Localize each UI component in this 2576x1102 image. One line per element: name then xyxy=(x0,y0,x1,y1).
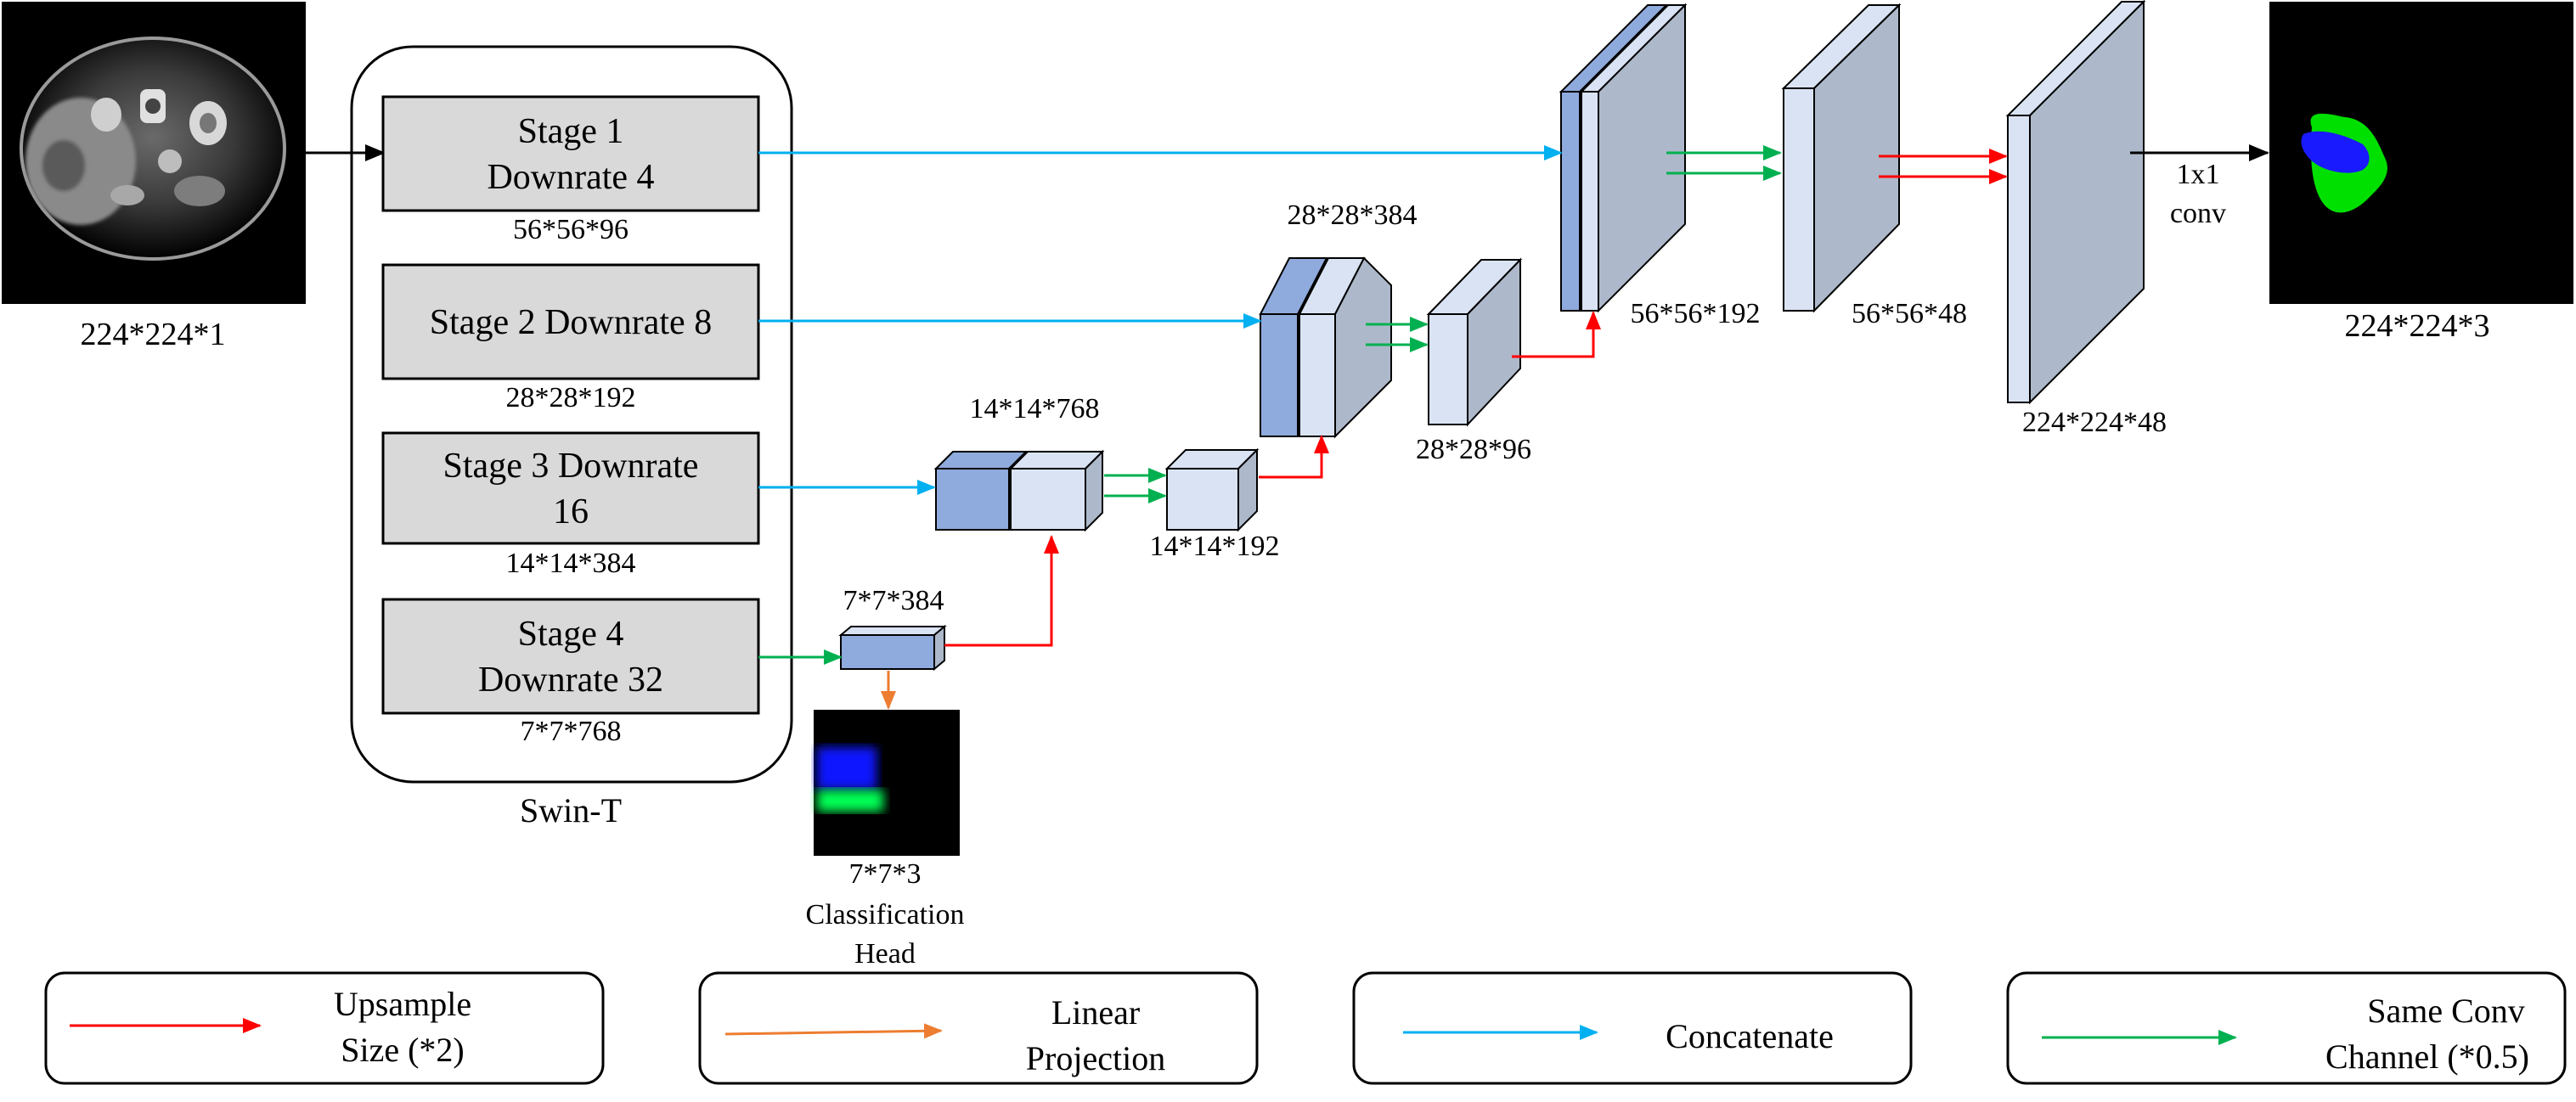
classification-line2: Head xyxy=(854,938,916,970)
input-caption: 224*224*1 xyxy=(81,317,226,352)
legend-sameconv-line1: Same Conv xyxy=(2367,992,2525,1030)
legend-linear-projection: Linear Projection xyxy=(698,971,1259,1085)
stage-2-line1: Stage 2 Downrate 8 xyxy=(430,303,712,342)
legend-same-conv: Same Conv Channel (*0.5) xyxy=(2006,971,2567,1085)
block-56x56x48 xyxy=(1781,3,1902,313)
legend-upsample-line1: Upsample xyxy=(334,985,471,1023)
input-ct-image xyxy=(2,2,306,304)
block-14x14x768 xyxy=(933,449,1105,532)
legend-projection-arrow xyxy=(724,1023,943,1039)
classification-line1: Classification xyxy=(806,899,965,931)
legend-upsample: Upsample Size (*2) xyxy=(44,971,605,1085)
label-224x224x48: 224*224*48 xyxy=(2022,407,2167,438)
upsample-arrow-14-to-28 xyxy=(1259,435,1329,479)
stage-1-dims: 56*56*96 xyxy=(513,214,628,245)
block-28x28x96 xyxy=(1426,257,1523,427)
stage-3-line2: 16 xyxy=(553,492,589,531)
stage-4-dims: 7*7*768 xyxy=(521,716,622,747)
label-28x28x96: 28*28*96 xyxy=(1416,434,1531,465)
swin-t-title: Swin-T xyxy=(520,791,622,829)
legend-projection-line1: Linear xyxy=(1051,993,1140,1032)
stage-2-box xyxy=(381,263,760,380)
conv-label-line1: 1x1 xyxy=(2177,159,2220,190)
classification-dims: 7*7*3 xyxy=(849,858,922,890)
stage-2-dims: 28*28*192 xyxy=(506,382,636,413)
label-56x56x48: 56*56*48 xyxy=(1852,298,1967,329)
conv-label-line2: conv xyxy=(2170,198,2226,229)
label-14x14x192: 14*14*192 xyxy=(1150,531,1280,562)
label-28x28x384: 28*28*384 xyxy=(1288,200,1418,231)
classification-head-image xyxy=(814,710,960,856)
label-56x56x192: 56*56*192 xyxy=(1631,298,1761,329)
output-caption: 224*224*3 xyxy=(2345,308,2490,344)
stage-3-box xyxy=(381,431,760,545)
block-14x14x192 xyxy=(1164,447,1260,532)
legend-projection-line2: Projection xyxy=(1026,1039,1165,1077)
label-14x14x768: 14*14*768 xyxy=(970,393,1100,424)
swin-t-container xyxy=(350,45,793,784)
stage-4-line2: Downrate 32 xyxy=(478,661,663,700)
legend-concatenate: Concatenate xyxy=(1352,971,1913,1085)
stage-4-box xyxy=(381,598,760,715)
block-7x7x384 xyxy=(838,624,947,672)
block-28x28x384 xyxy=(1259,256,1392,439)
stage-1-box xyxy=(381,95,760,212)
stage-3-dims: 14*14*384 xyxy=(506,548,636,579)
stage-1-line1: Stage 1 xyxy=(518,112,624,151)
legend-concat-line1: Concatenate xyxy=(1666,1017,1834,1055)
stage-4-line1: Stage 4 xyxy=(518,615,624,654)
legend-sameconv-line2: Channel (*0.5) xyxy=(2325,1037,2529,1076)
upsample-arrow-7-to-14 xyxy=(944,535,1059,647)
block-224x224x48 xyxy=(2005,0,2146,405)
upsample-arrow-28-to-56 xyxy=(1512,311,1601,358)
stage-3-line1: Stage 3 Downrate xyxy=(443,447,699,486)
stage-1-line2: Downrate 4 xyxy=(487,158,654,197)
output-segmentation-image xyxy=(2269,2,2573,304)
block-56x56x192 xyxy=(1559,3,1688,313)
label-7x7x384: 7*7*384 xyxy=(843,585,944,616)
legend-upsample-line2: Size (*2) xyxy=(341,1031,465,1069)
